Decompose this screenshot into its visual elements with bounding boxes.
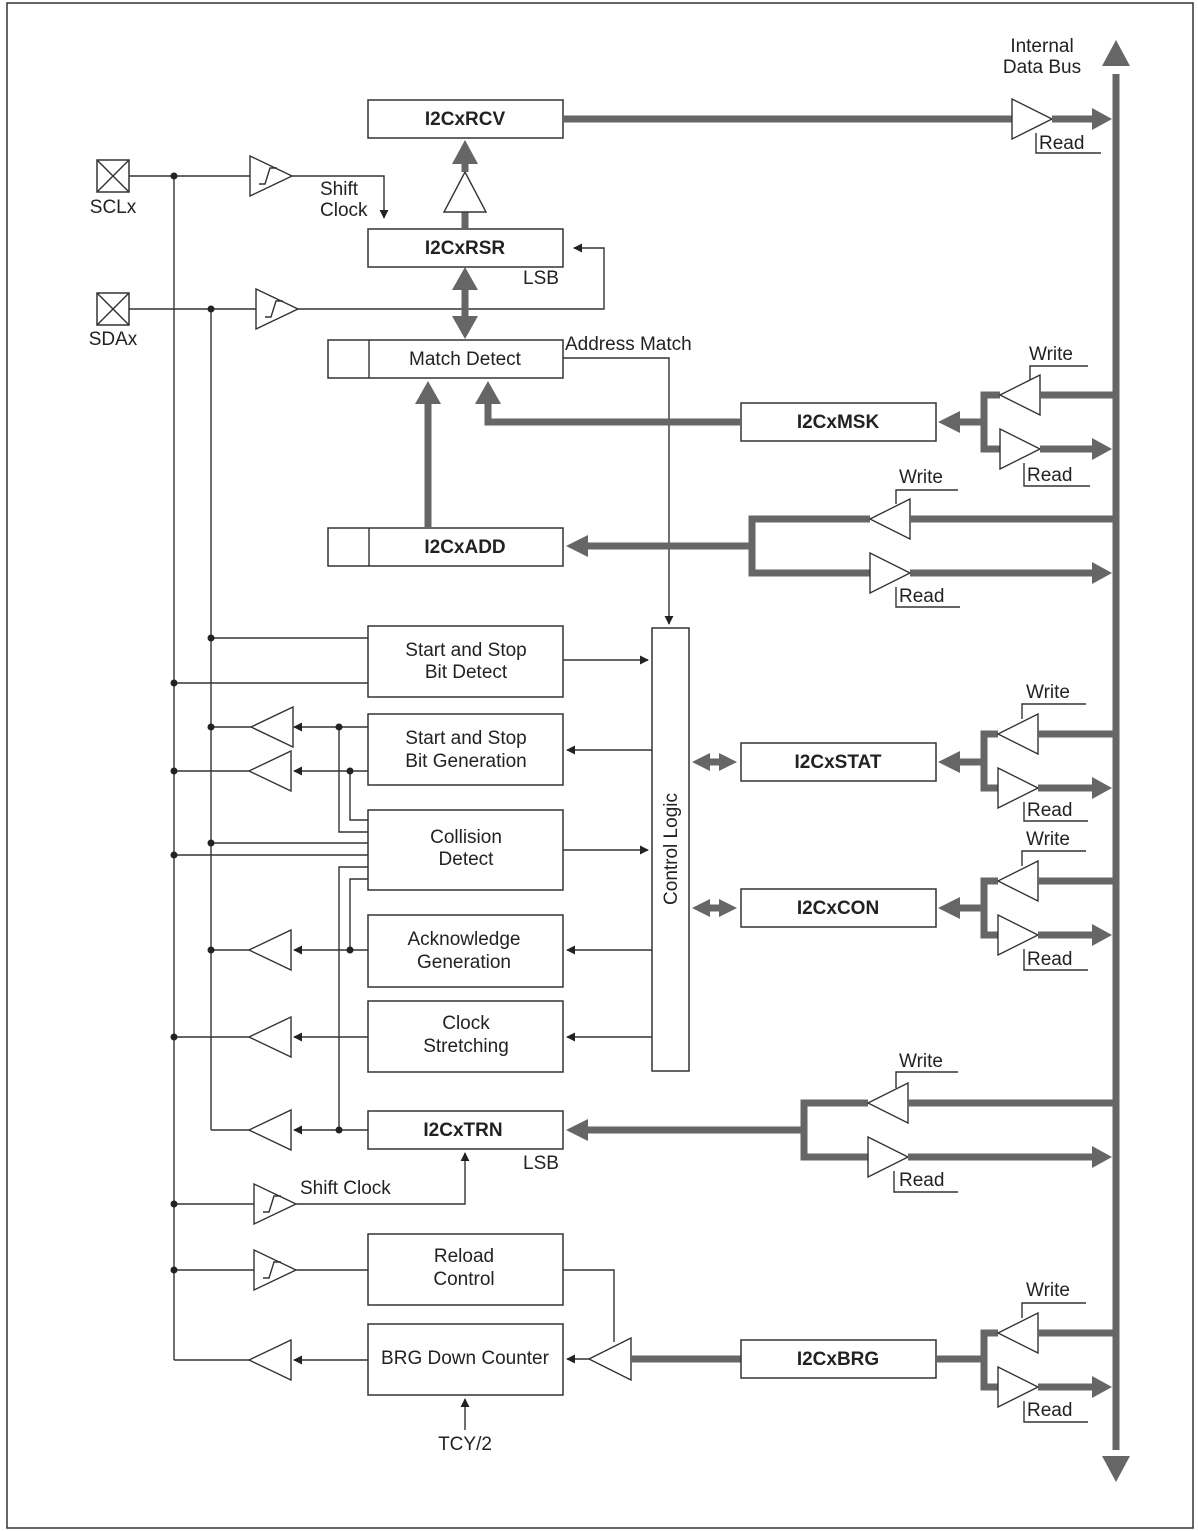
bus-arrow-top: [1102, 40, 1130, 66]
con-read-label: Read: [1027, 949, 1072, 970]
add-write-buffer: [868, 497, 911, 541]
trn-read-buffer: [867, 1135, 910, 1179]
collision-detect-block: [367, 809, 564, 891]
msk-write-label: Write: [1029, 344, 1073, 365]
stat-read-buffer: [997, 766, 1040, 810]
svg-text:I2CxCON: I2CxCON: [797, 898, 879, 919]
sdax-pin: [96, 292, 130, 326]
rsr-to-rcv-buffer: [442, 170, 488, 213]
reload-schmitt-buffer: [253, 1248, 298, 1292]
trn-shift-clock-buffer: [253, 1182, 298, 1226]
svg-text:Reload: Reload: [434, 1246, 494, 1267]
ack-sda-driver: [247, 928, 292, 972]
bus-label-line1: Internal: [1010, 36, 1073, 57]
ack-gen-block: [367, 914, 564, 988]
sda-schmitt-buffer: [255, 287, 300, 331]
svg-text:Control: Control: [433, 1269, 494, 1290]
svg-text:Generation: Generation: [417, 952, 511, 973]
msk-read-buffer: [999, 427, 1042, 471]
ssgen-scl-driver: [247, 749, 292, 793]
svg-text:Match Detect: Match Detect: [409, 349, 522, 370]
svg-text:Start and Stop: Start and Stop: [405, 640, 526, 661]
sclx-pin: [96, 159, 130, 193]
shift-clock-label-1: Shift: [320, 179, 359, 200]
sdax-label: SDAx: [89, 329, 138, 350]
svg-text:Clock: Clock: [442, 1013, 490, 1034]
brg-scl-driver: [247, 1338, 292, 1382]
clock-stretching-block: [367, 1000, 564, 1073]
i2cxmsk-register: [740, 402, 937, 442]
trn-write-label: Write: [899, 1051, 943, 1072]
brg-read-label: Read: [1027, 1400, 1072, 1421]
stat-write-label: Write: [1026, 682, 1070, 703]
tcy-label: TCY/2: [438, 1434, 492, 1455]
stat-read-label: Read: [1027, 800, 1072, 821]
svg-text:I2CxMSK: I2CxMSK: [797, 412, 880, 433]
trn-write-buffer: [866, 1081, 909, 1125]
msk-read-label: Read: [1027, 465, 1072, 486]
diagram-frame: [6, 2, 1194, 1529]
svg-text:BRG Down Counter: BRG Down Counter: [381, 1348, 550, 1369]
rcv-read-buffer: [1011, 97, 1054, 141]
i2cxadd-register: [327, 527, 564, 567]
svg-text:Start and Stop: Start and Stop: [405, 728, 526, 749]
junction-dots: [170, 172, 354, 1274]
i2cxtrn-register: [367, 1110, 564, 1150]
svg-text:Acknowledge: Acknowledge: [407, 929, 520, 950]
bus-arrow-bottom: [1102, 1456, 1130, 1482]
brg-read-buffer: [997, 1365, 1040, 1409]
trn-lsb-label: LSB: [523, 1153, 559, 1174]
svg-text:Bit Detect: Bit Detect: [425, 662, 508, 683]
stretch-scl-driver: [247, 1015, 292, 1059]
con-read-buffer: [997, 913, 1040, 957]
brg-write-label: Write: [1026, 1280, 1070, 1301]
ssgen-sda-driver: [249, 705, 294, 749]
rsr-lsb-label: LSB: [523, 268, 559, 289]
svg-text:Stretching: Stretching: [423, 1036, 509, 1057]
svg-text:Detect: Detect: [439, 849, 495, 870]
svg-text:I2CxADD: I2CxADD: [424, 537, 505, 558]
address-match-label: Address Match: [565, 334, 692, 355]
shift-clock-label-2: Clock: [320, 200, 368, 221]
i2cxrsr-register: [367, 228, 564, 268]
svg-text:Collision: Collision: [430, 827, 502, 848]
control-logic-block: [651, 627, 690, 1072]
svg-text:I2CxTRN: I2CxTRN: [423, 1120, 502, 1141]
scl-schmitt-buffer: [249, 154, 294, 198]
stat-write-buffer: [996, 712, 1039, 756]
i2cxcon-register: [740, 888, 937, 928]
brg-load-buffer: [587, 1336, 632, 1382]
con-write-label: Write: [1026, 829, 1070, 850]
i2cxrcv-register: [367, 99, 564, 139]
add-write-label: Write: [899, 467, 943, 488]
trn-read-label: Read: [899, 1170, 944, 1191]
add-read-label: Read: [899, 586, 944, 607]
sclx-label: SCLx: [90, 197, 137, 218]
match-detect-block: [327, 339, 564, 379]
brg-write-buffer: [996, 1311, 1039, 1355]
msk-write-buffer: [998, 373, 1041, 417]
trn-sda-driver: [247, 1108, 292, 1152]
start-stop-gen-block: [367, 713, 564, 786]
start-stop-detect-block: [367, 625, 564, 698]
con-write-buffer: [996, 859, 1039, 903]
svg-text:I2CxBRG: I2CxBRG: [797, 1349, 879, 1370]
svg-text:I2CxRSR: I2CxRSR: [425, 238, 506, 259]
bus-label-line2: Data Bus: [1003, 57, 1081, 78]
svg-text:I2CxRCV: I2CxRCV: [425, 109, 506, 130]
shift-clock-label: Shift Clock: [300, 1178, 391, 1199]
svg-text:I2CxSTAT: I2CxSTAT: [795, 752, 882, 773]
add-read-buffer: [869, 551, 912, 595]
rcv-read-label: Read: [1039, 133, 1084, 154]
svg-text:Control Logic: Control Logic: [661, 793, 682, 905]
svg-text:Bit Generation: Bit Generation: [405, 751, 526, 772]
i2cxstat-register: [740, 742, 937, 782]
